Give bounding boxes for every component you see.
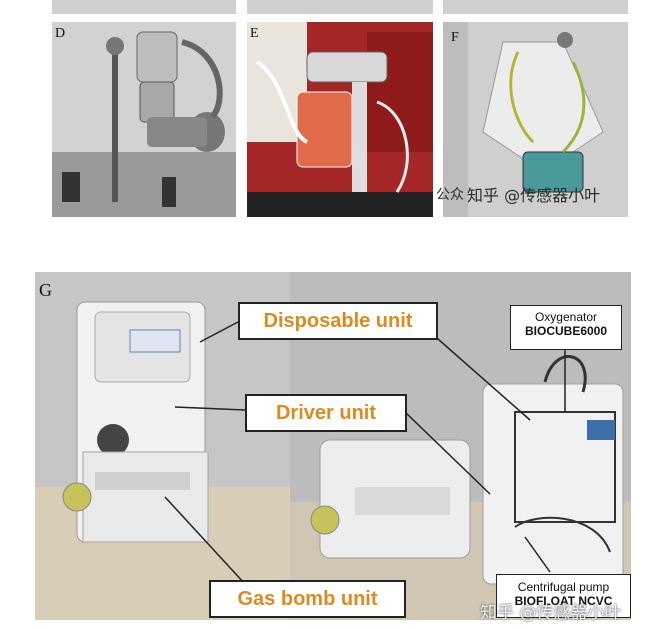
panel-e-photo: E: [247, 22, 433, 217]
label-oxygenator: Oxygenator BIOCUBE6000: [510, 305, 622, 350]
panel-e-letter: E: [250, 26, 259, 41]
watermark-bottom: 知乎 @传感器小叶: [480, 603, 622, 623]
label-oxygenator-line2: BIOCUBE6000: [524, 324, 608, 338]
panel-d-letter: D: [55, 26, 66, 41]
top-strip-right: [443, 0, 628, 14]
panel-f-illustration: [443, 22, 628, 217]
label-oxygenator-line1: Oxygenator: [534, 310, 598, 324]
label-driver-unit: Driver unit: [245, 394, 407, 432]
watermark-top-prefix: 公众: [436, 187, 464, 203]
panel-e-illustration: [247, 22, 433, 217]
panel-f-letter: F: [451, 30, 459, 45]
top-strip-middle: [247, 0, 433, 14]
label-pump-line2: BIOFLOAT NCVC: [514, 594, 613, 608]
label-pump-line1: Centrifugal pump: [517, 580, 610, 594]
top-strip-left: [52, 0, 236, 14]
watermark-top: 知乎 @传感器小叶: [467, 186, 601, 205]
label-centrifugal-pump: Centrifugal pump BIOFLOAT NCVC: [496, 574, 631, 618]
label-gas-bomb-unit: Gas bomb unit: [209, 580, 406, 618]
panel-f-photo: F: [443, 22, 628, 217]
panel-g-letter: G: [39, 280, 52, 300]
panel-d-illustration: [52, 22, 236, 217]
label-disposable-unit: Disposable unit: [238, 302, 438, 340]
panel-d-photo: D: [52, 22, 236, 217]
